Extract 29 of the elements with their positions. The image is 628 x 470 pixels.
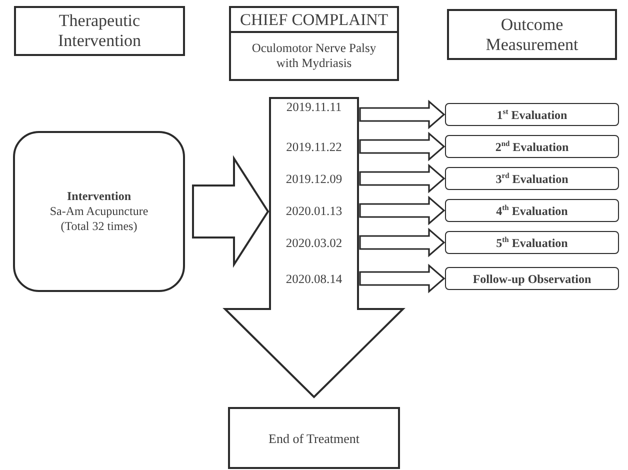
block-arrow [192, 155, 270, 268]
evaluation-box: 2$^{nd}$ Evaluation [445, 135, 619, 158]
evaluation-box: 4$^{th}$ Evaluation [445, 199, 619, 222]
date-label: 2020.03.02 [274, 236, 354, 250]
complaint-panel [229, 6, 399, 81]
block-arrow [359, 196, 446, 226]
timeline-block-arrow [222, 97, 406, 398]
column-heading: Therapeutic Intervention [14, 6, 185, 56]
block-arrow [359, 228, 446, 258]
evaluation-box: 1$^{st}$ Evaluation [445, 103, 619, 126]
intervention-heading: Intervention [67, 189, 131, 204]
panel-heading: CHIEF COMPLAINT [231, 8, 397, 33]
evaluation-box: 5$^{th}$ Evaluation [445, 231, 619, 254]
block-arrow [359, 164, 446, 194]
end-box: End of Treatment [228, 407, 400, 469]
process-box [13, 131, 185, 292]
date-label: 2020.01.13 [274, 204, 354, 218]
block-arrow [359, 264, 446, 294]
evaluation-box: Follow-up Observation [445, 267, 619, 290]
date-label: 2019.11.22 [274, 140, 354, 154]
column-heading: Outcome Measurement [447, 9, 617, 60]
date-label: 2020.08.14 [274, 272, 354, 286]
intervention-text: Sa-Am Acupuncture (Total 32 times) [48, 204, 150, 234]
block-arrow [359, 132, 446, 162]
diagnosis-text: Oculomotor Nerve Palsy with Mydriasis [250, 41, 378, 71]
block-arrow [359, 100, 446, 130]
date-label: 2019.11.11 [274, 100, 354, 114]
evaluation-box: 3$^{rd}$ Evaluation [445, 167, 619, 190]
date-label: 2019.12.09 [274, 172, 354, 186]
